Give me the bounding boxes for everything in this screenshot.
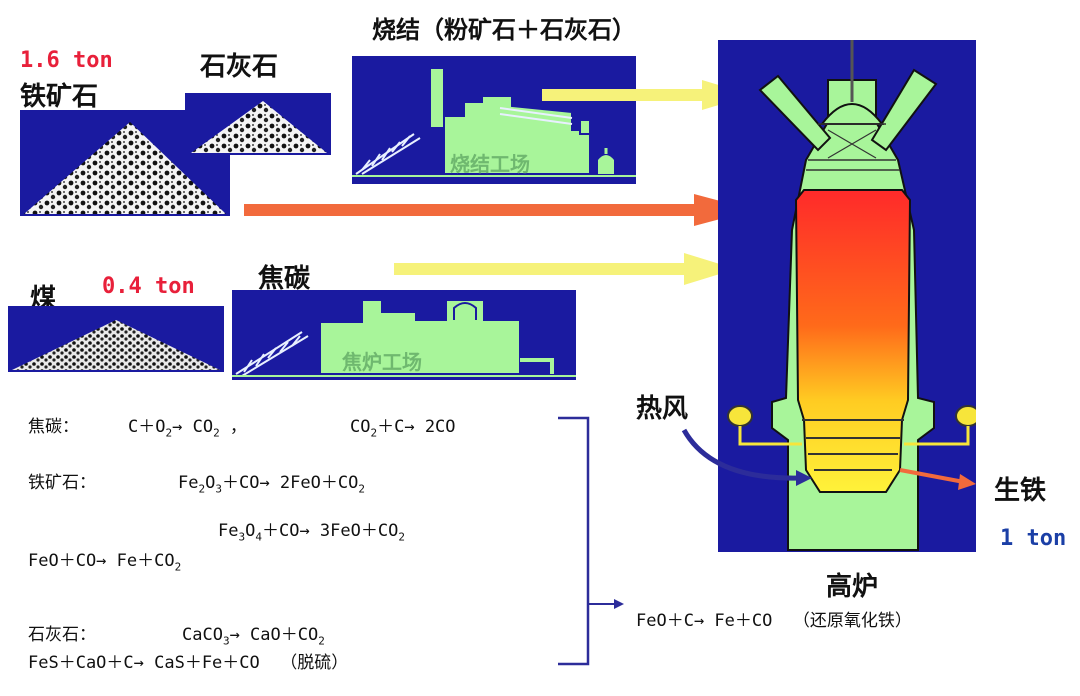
ore-reaction-3: FeO＋CO→ Fe＋CO2 — [28, 551, 182, 574]
sinter-plant-label: 烧结工场 — [450, 152, 530, 176]
limestone-reaction-2: FeS＋CaO＋C→ CaS＋Fe＋CO （脱硫） — [28, 653, 349, 673]
limestone-reaction-label: 石灰石： — [28, 625, 96, 645]
sinter-plant-building — [352, 67, 636, 177]
hot-blast-label: 热风 — [636, 394, 689, 424]
coke-to-furnace-arrow — [394, 253, 736, 285]
furnace-reaction-equation: FeO＋C→ Fe＋CO — [636, 611, 773, 631]
sinter-title: 烧结（粉矿石＋石灰石） — [372, 16, 636, 44]
coke-plant-building — [232, 299, 576, 377]
reaction-bracket — [558, 416, 590, 666]
sinter-plant-panel: 烧结工场 — [352, 56, 636, 184]
furnace-reaction-note: （还原氧化铁） — [792, 611, 912, 631]
coke-plant-panel: 焦炉工场 — [232, 290, 576, 380]
pig-iron-arrow — [899, 468, 965, 484]
blast-furnace-drawing — [727, 40, 976, 551]
limestone-reaction-1: CaCO3→ CaO＋CO2 — [182, 625, 325, 648]
pig-iron-label: 生铁 — [994, 476, 1047, 506]
coke-label: 焦碳 — [258, 264, 311, 294]
ore-reaction-2: Fe3O4＋CO→ 3FeO＋CO2 — [218, 521, 405, 544]
coke-reaction-1: C＋O2→ CO2 ， — [128, 417, 247, 440]
limestone-label: 石灰石 — [200, 52, 279, 82]
coke-reaction-2: CO2＋C→ 2CO — [350, 417, 456, 440]
coke-plant-label: 焦炉工场 — [342, 350, 422, 374]
pig-iron-quantity: 1 ton — [1000, 526, 1067, 551]
blast-furnace-label: 高炉 — [826, 572, 879, 602]
coal-panel — [8, 306, 224, 372]
iron-ore-quantity: 1.6 ton — [20, 48, 113, 73]
ore-reaction-1: Fe2O3＋CO→ 2FeO＋CO2 — [178, 473, 365, 496]
iron-ore-pile — [24, 122, 226, 214]
coal-quantity: 0.4 ton — [102, 274, 195, 299]
iron-ore-label: 铁矿石 — [20, 82, 99, 112]
limestone-panel — [185, 93, 331, 155]
blast-furnace-panel — [718, 40, 976, 552]
coal-pile — [12, 320, 220, 370]
hot-blast-arrow — [681, 428, 801, 481]
coke-reaction-label: 焦碳： — [28, 417, 79, 437]
furnace-reaction: FeO＋C→ Fe＋CO （还原氧化铁） — [636, 606, 912, 631]
limestone-pile — [191, 101, 327, 153]
ore-reaction-label: 铁矿石： — [28, 473, 96, 493]
desulfurization-note: （脱硫） — [280, 653, 349, 673]
